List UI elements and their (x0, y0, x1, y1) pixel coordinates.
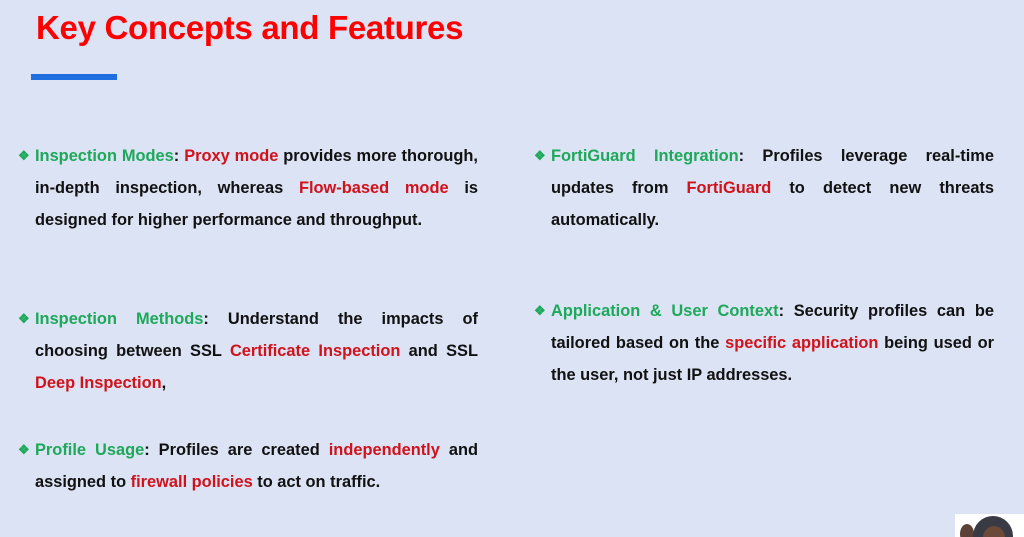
bullet-text: is designed for higher performance and t… (35, 179, 478, 229)
presenter-webcam-thumbnail (955, 514, 1024, 537)
bullet-text: : Profiles leverage real-time updates fr… (551, 147, 994, 197)
bullet-text: to detect new threats automatically. (551, 179, 995, 229)
bullet-text: being used or the user, not just IP addr… (551, 334, 994, 384)
highlight-text: firewall policies (130, 473, 253, 491)
bullet-text: , (161, 374, 167, 392)
highlight-text: specific application (725, 334, 879, 352)
bullet-term: Inspection Modes (35, 147, 174, 165)
bullet-term: Profile Usage (35, 441, 145, 459)
bullet-left-2: ❖ Profile Usage: Profiles are created ind… (18, 434, 479, 498)
diamond-bullet-icon: ❖ (18, 442, 30, 457)
bullet-right-0: ❖ FortiGuard Integration: Profiles levera… (534, 140, 995, 236)
diamond-bullet-icon: ❖ (18, 148, 30, 163)
bullet-left-0: ❖ Inspection Modes: Proxy mode provides m… (18, 140, 478, 236)
bullet-text: : Security profiles can be tailored base… (551, 302, 994, 352)
bullet-text: provides more thorough, in-depth inspect… (35, 147, 478, 197)
diamond-bullet-icon: ❖ (534, 303, 546, 318)
bullet-text: : Understand the impacts of choosing bet… (35, 310, 478, 360)
bullet-left-1: ❖ Inspection Methods: Understand the impa… (18, 303, 479, 399)
highlight-text: Flow-based mode (298, 179, 449, 197)
bullet-text: and SSL (400, 342, 479, 360)
bullet-text: and assigned to (35, 441, 479, 491)
diamond-bullet-icon: ❖ (18, 311, 30, 326)
slide-title: Key Concepts and Features (36, 9, 464, 46)
bullet-text: : (173, 147, 185, 165)
bullet-term: Inspection Methods (35, 310, 204, 328)
diamond-bullet-icon: ❖ (534, 148, 546, 163)
highlight-text: Proxy mode (184, 147, 279, 165)
bullet-term: Application & User Context (551, 302, 779, 320)
highlight-text: independently (328, 441, 440, 459)
bullet-right-1: ❖ Application & User Context: Security pr… (534, 295, 994, 391)
bullet-text: : Profiles are created (144, 441, 329, 459)
highlight-text: FortiGuard (686, 179, 772, 197)
bullet-term: FortiGuard Integration (551, 147, 739, 165)
title-underline-bar (31, 74, 117, 80)
bullet-text: to act on traffic. (252, 473, 381, 491)
highlight-text: Certificate Inspection (229, 342, 401, 360)
highlight-text: Deep Inspection (35, 374, 162, 392)
